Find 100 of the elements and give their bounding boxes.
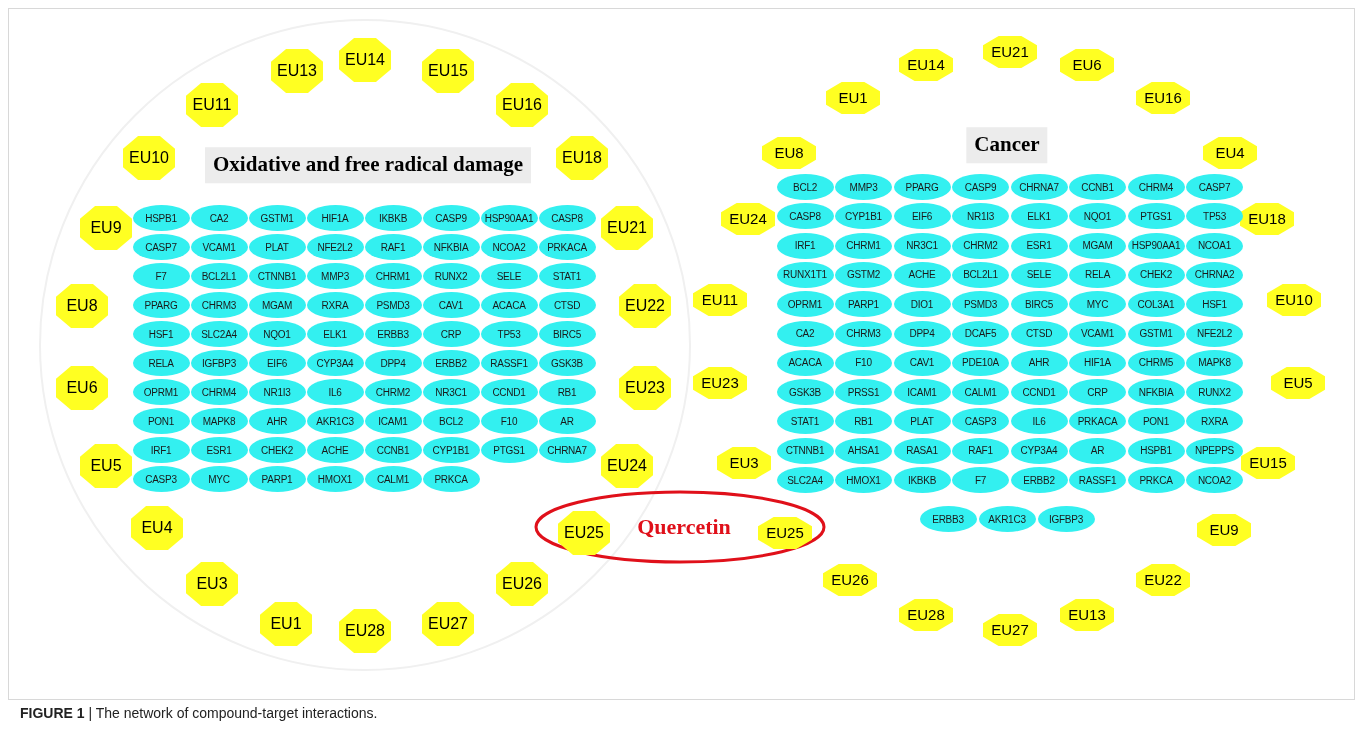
target-ellipse: BCL2 bbox=[422, 408, 480, 434]
compound-octagon: EU15 bbox=[422, 49, 474, 93]
compound-octagon: EU6 bbox=[1060, 49, 1114, 81]
compound-octagon: EU13 bbox=[271, 49, 323, 93]
compound-octagon: EU3 bbox=[717, 447, 771, 479]
target-ellipse: ICAM1 bbox=[364, 408, 422, 434]
target-ellipse: CTSD bbox=[1010, 320, 1068, 347]
target-ellipse: IRF1 bbox=[776, 232, 834, 259]
target-ellipse: AKR1C3 bbox=[306, 408, 364, 434]
compound-octagon: EU11 bbox=[693, 284, 747, 316]
target-ellipse: F10 bbox=[835, 349, 892, 376]
compound-octagon: EU14 bbox=[899, 49, 953, 81]
compound-octagon: EU16 bbox=[1136, 82, 1190, 114]
target-ellipse: DPP4 bbox=[364, 350, 422, 376]
target-ellipse: PARP1 bbox=[835, 291, 892, 318]
target-ellipse: NR3C1 bbox=[893, 232, 951, 259]
target-ellipse: BIRC5 bbox=[1010, 291, 1068, 318]
target-ellipse: CASP7 bbox=[132, 234, 190, 260]
target-ellipse: CASP3 bbox=[132, 466, 190, 492]
target-ellipse: COL3A1 bbox=[1127, 291, 1185, 318]
target-ellipse: RB1 bbox=[835, 408, 892, 435]
target-ellipse: RAF1 bbox=[952, 437, 1009, 464]
target-ellipse: RXRA bbox=[306, 292, 364, 318]
target-ellipse: CCND1 bbox=[1010, 379, 1068, 406]
target-ellipse: SELE bbox=[480, 263, 538, 289]
target-ellipse: HSPB1 bbox=[1127, 437, 1185, 464]
compound-octagon: EU24 bbox=[601, 444, 653, 488]
target-ellipse: PTGS1 bbox=[480, 437, 538, 463]
target-ellipse: IGFBP3 bbox=[1037, 506, 1095, 532]
target-ellipse: CHRNA7 bbox=[538, 437, 596, 463]
compound-octagon: EU4 bbox=[131, 506, 183, 550]
target-ellipse: CHRM1 bbox=[835, 232, 892, 259]
compound-octagon: EU10 bbox=[1267, 284, 1321, 316]
target-ellipse: ACACA bbox=[776, 349, 834, 376]
compound-octagon: EU21 bbox=[983, 36, 1037, 68]
target-ellipse: HIF1A bbox=[1069, 349, 1126, 376]
target-ellipse: PRKCA bbox=[422, 466, 480, 492]
compound-octagon: EU1 bbox=[826, 82, 880, 114]
target-ellipse: CASP8 bbox=[538, 205, 596, 231]
target-ellipse: RASA1 bbox=[893, 437, 951, 464]
target-ellipse: HMOX1 bbox=[835, 467, 892, 493]
target-ellipse: BCL2 bbox=[776, 174, 834, 200]
target-ellipse: CHEK2 bbox=[1127, 261, 1185, 288]
target-ellipse: ESR1 bbox=[1010, 232, 1068, 259]
target-ellipse: RB1 bbox=[538, 379, 596, 405]
target-ellipse: ERBB3 bbox=[919, 506, 977, 532]
target-ellipse: CYP3A4 bbox=[306, 350, 364, 376]
target-ellipse: RAF1 bbox=[364, 234, 422, 260]
compound-octagon: EU13 bbox=[1060, 599, 1114, 631]
target-ellipse: RUNX1T1 bbox=[776, 261, 834, 288]
compound-octagon: EU26 bbox=[496, 562, 548, 606]
target-ellipse: RELA bbox=[132, 350, 190, 376]
target-ellipse: PRKACA bbox=[1069, 408, 1126, 435]
target-ellipse: CCND1 bbox=[480, 379, 538, 405]
target-ellipse: AKR1C3 bbox=[978, 506, 1036, 532]
target-ellipse: CAV1 bbox=[893, 349, 951, 376]
target-ellipse: PLAT bbox=[248, 234, 306, 260]
target-ellipse: GSTM1 bbox=[1127, 320, 1185, 347]
target-ellipse: DPP4 bbox=[893, 320, 951, 347]
compound-octagon: EU24 bbox=[721, 203, 775, 235]
group-title-box: Cancer bbox=[966, 127, 1048, 163]
compound-octagon: EU16 bbox=[496, 83, 548, 127]
target-ellipse: CA2 bbox=[776, 320, 834, 347]
target-ellipse: NCOA2 bbox=[1186, 467, 1243, 493]
target-ellipse: F7 bbox=[132, 263, 190, 289]
target-ellipse: MYC bbox=[1069, 291, 1126, 318]
target-ellipse: CAV1 bbox=[422, 292, 480, 318]
group-title-box: Oxidative and free radical damage bbox=[205, 147, 531, 183]
target-ellipse: PARP1 bbox=[248, 466, 306, 492]
target-ellipse: CHRNA2 bbox=[1186, 261, 1243, 288]
target-ellipse: CHEK2 bbox=[248, 437, 306, 463]
target-ellipse: BCL2L1 bbox=[952, 261, 1009, 288]
target-ellipse: CHRM1 bbox=[364, 263, 422, 289]
target-ellipse: HSP90AA1 bbox=[1127, 232, 1185, 259]
compound-octagon: EU22 bbox=[1136, 564, 1190, 596]
target-ellipse: PDE10A bbox=[952, 349, 1009, 376]
target-ellipse: IL6 bbox=[1010, 408, 1068, 435]
target-ellipse: PRKACA bbox=[538, 234, 596, 260]
compound-octagon: EU5 bbox=[80, 444, 132, 488]
target-ellipse: GSTM2 bbox=[835, 261, 892, 288]
target-ellipse: ERBB3 bbox=[364, 321, 422, 347]
target-ellipse: CHRM2 bbox=[364, 379, 422, 405]
compound-octagon: EU28 bbox=[899, 599, 953, 631]
target-ellipse: VCAM1 bbox=[1069, 320, 1126, 347]
target-ellipse: CRP bbox=[1069, 379, 1126, 406]
target-ellipse: NCOA2 bbox=[480, 234, 538, 260]
target-ellipse: PON1 bbox=[132, 408, 190, 434]
target-ellipse: CRP bbox=[422, 321, 480, 347]
compound-octagon: EU23 bbox=[619, 366, 671, 410]
target-ellipse: ERBB2 bbox=[1010, 467, 1068, 493]
compound-octagon: EU9 bbox=[1197, 514, 1251, 546]
target-ellipse: MMP3 bbox=[306, 263, 364, 289]
compound-octagon: EU6 bbox=[56, 366, 108, 410]
target-ellipse: CHRM2 bbox=[952, 232, 1009, 259]
target-ellipse: ELK1 bbox=[306, 321, 364, 347]
target-ellipse: HSP90AA1 bbox=[480, 205, 538, 231]
target-ellipse: NFE2L2 bbox=[1186, 320, 1243, 347]
figure-caption: FIGURE 1 | The network of compound-target interactions. bbox=[20, 704, 378, 723]
target-ellipse: CHRNA7 bbox=[1010, 174, 1068, 200]
target-ellipse: CCNB1 bbox=[1069, 174, 1126, 200]
